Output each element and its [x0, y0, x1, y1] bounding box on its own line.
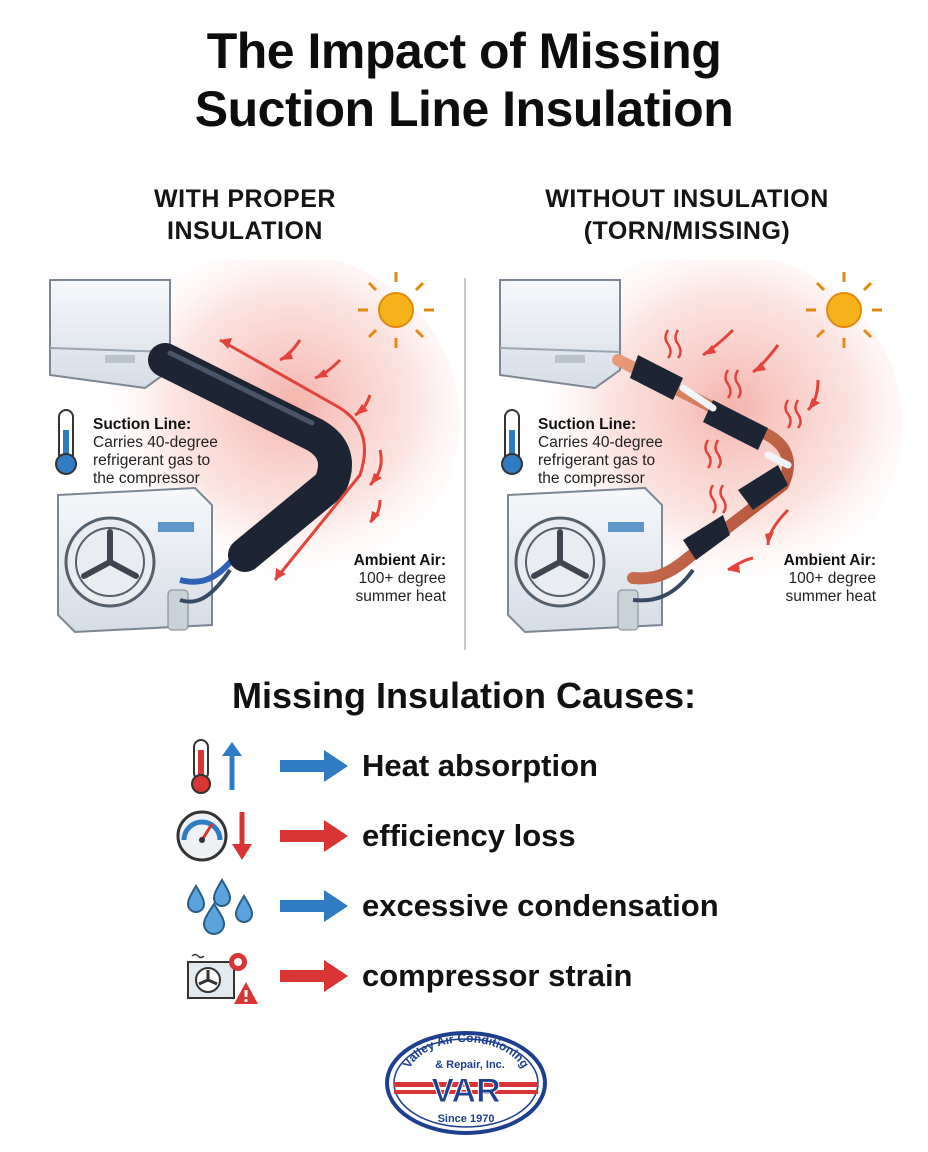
company-logo: Valley Air Conditioning & Repair, Inc. V…	[385, 1031, 547, 1135]
insulated-suction-line	[148, 343, 352, 572]
panel-heading-line-2: INSULATION	[167, 217, 323, 245]
heat-barrier-line	[219, 338, 366, 581]
diagram-insulated: Suction Line: Carries 40-degree refriger…	[20, 250, 460, 660]
suction-line-callout: Suction Line: Carries 40-degree refriger…	[538, 416, 698, 488]
panel-heading-line-1: WITHOUT INSULATION	[545, 185, 829, 213]
panel-heading-uninsulated: WITHOUT INSULATION (TORN/MISSING)	[522, 183, 852, 247]
diagram-uninsulated: Suction Line: Carries 40-degree refriger…	[468, 250, 908, 660]
ambient-air-callout: Ambient Air: 100+ degree summer heat	[310, 552, 446, 606]
insulated-line-illustration	[49, 250, 460, 634]
title-line-2: Suction Line Insulation	[194, 81, 734, 137]
logo-sub-text: & Repair, Inc.	[435, 1059, 505, 1071]
causes-heading: Missing Insulation Causes:	[231, 675, 697, 716]
cause-label: excessive condensation	[362, 888, 719, 923]
indoor-unit	[499, 279, 621, 390]
uninsulated-line-illustration	[499, 250, 903, 634]
right-arrow-icon	[280, 960, 348, 992]
cause-item-excessive-condensation: excessive condensation	[170, 876, 810, 936]
right-arrow-icon	[280, 750, 348, 782]
thermometer-up-icon	[191, 739, 242, 794]
suction-line-text: Carries 40-degree refrigerant gas to the…	[93, 434, 218, 487]
ambient-air-label: Ambient Air:	[353, 552, 446, 569]
outdoor-unit	[507, 486, 663, 634]
sun-icon	[806, 272, 882, 348]
logo-mark: VAR	[431, 1072, 500, 1110]
thermometer-icon	[55, 409, 77, 475]
heat-arrowheads	[703, 345, 820, 573]
gauge-down-icon	[176, 810, 252, 862]
torn-insulation-segments	[630, 355, 788, 560]
panel-divider	[464, 278, 466, 650]
outdoor-unit	[57, 486, 213, 634]
insulation-highlight	[167, 350, 315, 426]
logo-bottom-text: Since 1970	[438, 1113, 495, 1125]
suction-line-callout: Suction Line: Carries 40-degree refriger…	[93, 416, 253, 488]
compressor-warning-icon	[187, 953, 258, 1004]
title-line-1: The Impact of Missing	[206, 23, 722, 79]
thermometer-icon	[501, 409, 523, 475]
cause-label: compressor strain	[362, 958, 633, 993]
cause-item-heat-absorption: Heat absorption	[170, 736, 810, 796]
suction-line-text: Carries 40-degree refrigerant gas to the…	[538, 434, 663, 487]
panel-heading-line-2: (TORN/MISSING)	[583, 217, 791, 245]
liquid-line	[179, 568, 232, 604]
ambient-air-label: Ambient Air:	[783, 552, 876, 569]
heat-arrowheads	[280, 350, 382, 522]
ambient-air-callout: Ambient Air: 100+ degree summer heat	[740, 552, 876, 606]
refrigerant-line	[179, 558, 235, 585]
page-title: The Impact of Missing Suction Line Insul…	[0, 22, 928, 138]
heat-wave-marks	[664, 329, 802, 514]
ambient-air-text: 100+ degree summer heat	[785, 570, 876, 605]
right-arrow-icon	[280, 890, 348, 922]
cause-label: efficiency loss	[362, 818, 576, 853]
panel-heading-line-1: WITH PROPER	[154, 185, 336, 213]
exposed-pipe-shine	[679, 384, 792, 469]
cause-item-efficiency-loss: efficiency loss	[170, 806, 810, 866]
cause-item-compressor-strain: compressor strain	[170, 946, 810, 1006]
liquid-line	[632, 568, 695, 603]
indoor-unit	[49, 279, 171, 390]
suction-line-label: Suction Line:	[538, 416, 637, 433]
sun-icon	[358, 272, 434, 348]
cause-label: Heat absorption	[362, 748, 598, 783]
ambient-air-text: 100+ degree summer heat	[355, 570, 446, 605]
panel-heading-insulated: WITH PROPER INSULATION	[80, 183, 410, 247]
suction-line-label: Suction Line:	[93, 416, 192, 433]
water-drops-icon	[186, 878, 254, 935]
right-arrow-icon	[280, 820, 348, 852]
